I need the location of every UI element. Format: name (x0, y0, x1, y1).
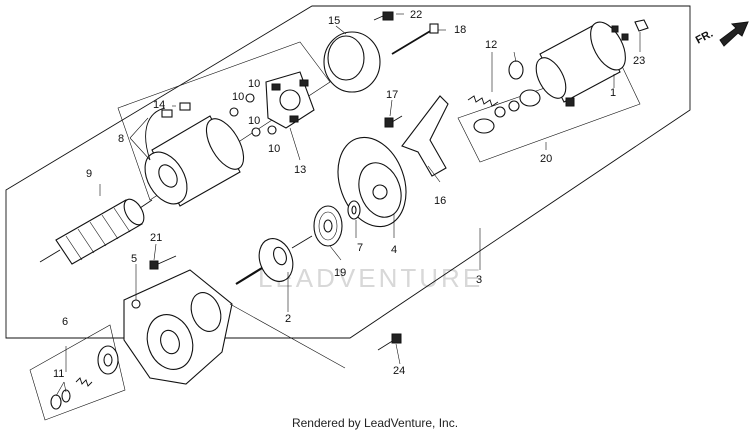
callout-16: 16 (434, 195, 446, 207)
callout-18: 18 (454, 24, 466, 36)
pinion-group-box (29, 324, 126, 421)
part-clip (161, 102, 191, 118)
part-solenoid-kit (473, 89, 575, 134)
callout-10-d: 10 (268, 143, 280, 155)
watermark-text: LEADVENTURE (258, 263, 483, 293)
part-plunger-spring (467, 60, 524, 107)
callout-7: 7 (357, 242, 363, 254)
part-drive-shaft (235, 235, 313, 285)
part-rear-cover (323, 31, 381, 93)
brush-group-box (117, 41, 331, 201)
callout-4: 4 (391, 244, 397, 256)
callout-12: 12 (485, 39, 497, 51)
callout-21: 21 (150, 232, 162, 244)
part-pinion (97, 345, 119, 375)
front-direction-arrow: FR. (694, 21, 749, 47)
leader-lines (55, 13, 641, 397)
svg-text:FR.: FR. (694, 28, 715, 47)
part-through-bolt (391, 23, 439, 55)
callout-6: 6 (62, 316, 68, 328)
part-pinion-stop (50, 377, 93, 410)
callout-24: 24 (393, 365, 405, 377)
caption-text: Rendered by LeadVenture, Inc. (291, 416, 459, 430)
part-bolt-17 (384, 115, 403, 128)
part-screw-22 (373, 11, 394, 21)
callout-14: 14 (153, 99, 165, 111)
callout-9: 9 (86, 168, 92, 180)
arrow-icon (719, 21, 749, 47)
callout-20: 20 (540, 153, 552, 165)
callout-1: 1 (610, 87, 616, 99)
part-front-housing (123, 269, 233, 385)
part-washer (347, 200, 361, 220)
callout-15: 15 (328, 15, 340, 27)
callout-5: 5 (131, 253, 137, 265)
part-yoke (144, 107, 245, 207)
callout-8: 8 (118, 133, 124, 145)
callout-10-a: 10 (232, 91, 244, 103)
part-bolt-24 (377, 333, 402, 351)
assembly-boundary (5, 5, 691, 339)
callout-11: 11 (53, 368, 64, 380)
callout-17: 17 (386, 89, 398, 101)
callout-3: 3 (476, 274, 482, 286)
part-solenoid (535, 21, 629, 103)
callout-22: 22 (410, 9, 422, 21)
part-armature (39, 198, 153, 265)
part-bolt-21 (149, 255, 177, 270)
part-brush-spring (229, 93, 277, 137)
callout-19: 19 (334, 267, 346, 279)
part-planetary-gear (313, 205, 343, 247)
callout-2: 2 (285, 313, 291, 325)
part-shift-lever (401, 95, 449, 177)
part-nut (634, 19, 649, 32)
part-brush-holder (265, 71, 315, 129)
callout-10-b: 10 (248, 78, 260, 90)
callout-10-c: 10 (248, 115, 260, 127)
callout-13: 13 (294, 164, 306, 176)
callout-23: 23 (633, 55, 645, 67)
callout-labels: 1 2 3 4 5 6 7 8 9 10 10 10 10 11 12 13 1… (53, 9, 645, 380)
